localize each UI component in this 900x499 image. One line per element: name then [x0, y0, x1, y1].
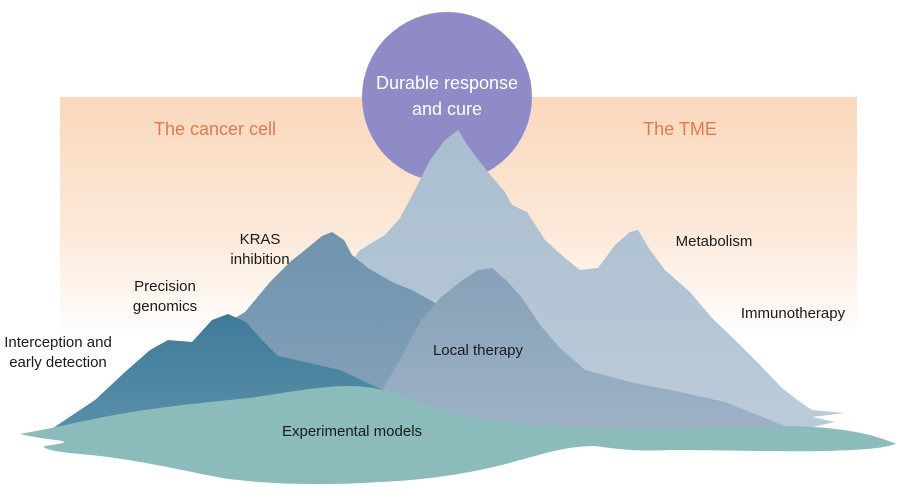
- interception-label-line-2: early detection: [9, 354, 107, 371]
- experimental-models-label: Experimental models: [281, 423, 423, 440]
- cancer-cell-label: The cancer cell: [153, 119, 277, 139]
- precision-genomics-label: Precision genomics: [115, 277, 215, 317]
- kras-label-line-1: KRAS: [239, 231, 281, 248]
- summit-label: Durable response and cure: [367, 70, 527, 122]
- local-therapy-mountain: [370, 268, 800, 440]
- interception-label: Interception and early detection: [0, 333, 116, 373]
- precision-label-line-2: genomics: [132, 298, 198, 315]
- interception-label-line-1: Interception and: [4, 334, 112, 351]
- local-therapy-label: Local therapy: [432, 342, 524, 359]
- summit-label-line-2: and cure: [411, 99, 483, 119]
- immunotherapy-label: Immunotherapy: [740, 305, 846, 322]
- metabolism-label: Metabolism: [675, 233, 753, 250]
- kras-label-line-2: inhibition: [230, 251, 290, 268]
- experimental-models-ground: [20, 386, 896, 485]
- summit-circle: [362, 12, 532, 182]
- summit-label-line-1: Durable response: [375, 73, 519, 93]
- precision-label-line-1: Precision: [134, 278, 196, 295]
- kras-inhibition-label: KRAS inhibition: [215, 230, 305, 270]
- tme-label: The TME: [643, 119, 717, 139]
